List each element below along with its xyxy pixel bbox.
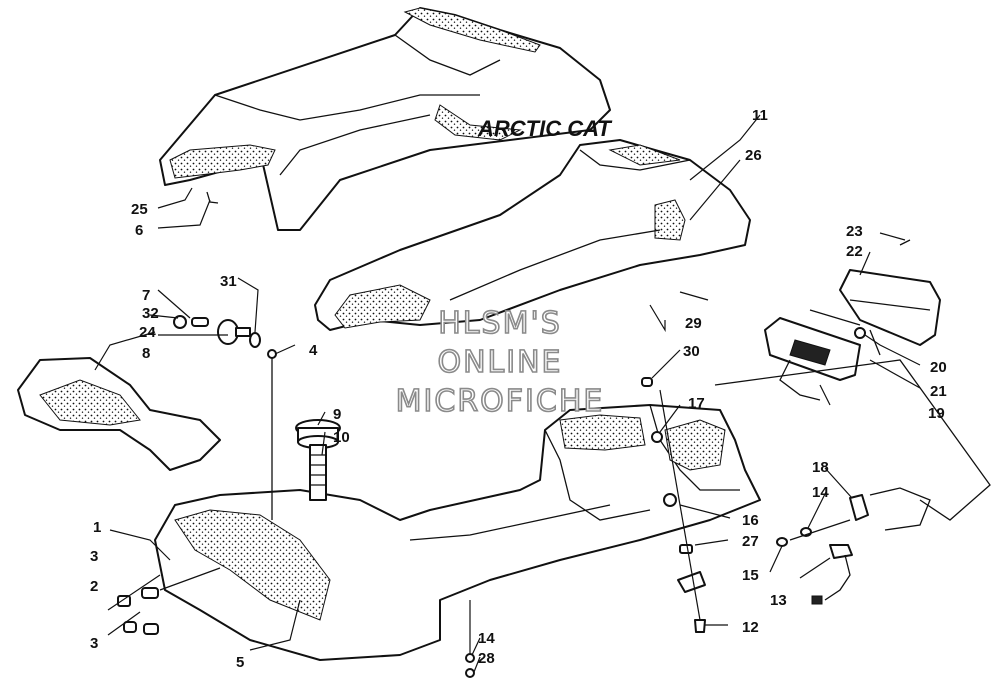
- callout-6: 6: [135, 222, 143, 239]
- watermark: HLSM'S ONLINE MICROFICHE: [395, 305, 605, 420]
- callout-16: 16: [742, 512, 759, 529]
- fuel-cap-assembly: [295, 419, 341, 501]
- callout-26: 26: [745, 147, 762, 164]
- callout-15: 15: [742, 567, 759, 584]
- backrest-cover: [17, 357, 221, 471]
- wiring-harness: [714, 359, 991, 605]
- callout-1: 1: [93, 519, 101, 536]
- callout-9: 9: [333, 406, 341, 423]
- callout-3b: 3: [90, 635, 98, 652]
- callout-8: 8: [142, 345, 150, 362]
- callout-17: 17: [688, 395, 705, 412]
- clips-and-rod: [206, 191, 709, 301]
- latch-hardware: [173, 315, 277, 520]
- callout-12: 12: [742, 619, 759, 636]
- callout-14b: 14: [478, 630, 495, 647]
- callout-14a: 14: [812, 484, 829, 501]
- brand-logo-text: ARCTIC CAT: [477, 116, 612, 141]
- callout-20: 20: [930, 359, 947, 376]
- watermark-line-1: HLSM'S: [438, 306, 562, 341]
- taillight-assembly: [764, 239, 941, 401]
- callout-23: 23: [846, 223, 863, 240]
- callout-19: 19: [928, 405, 945, 422]
- callout-27: 27: [742, 533, 759, 550]
- grommet-parts: [107, 567, 221, 636]
- watermark-line-3: MICROFICHE: [396, 384, 605, 419]
- callout-leaders: [94, 114, 921, 673]
- callout-21: 21: [930, 383, 947, 400]
- callout-28: 28: [478, 650, 495, 667]
- callout-4: 4: [309, 342, 318, 359]
- callout-30: 30: [683, 343, 700, 360]
- callout-11: 11: [752, 107, 768, 124]
- callout-7: 7: [142, 287, 150, 304]
- seat-base: [154, 404, 761, 661]
- callout-18: 18: [812, 459, 829, 476]
- seat-cover: ARCTIC CAT: [159, 7, 612, 231]
- callout-31: 31: [220, 273, 237, 290]
- callout-25: 25: [131, 201, 148, 218]
- callout-22: 22: [846, 243, 863, 260]
- watermark-line-2: ONLINE: [437, 345, 562, 380]
- callout-24: 24: [139, 324, 156, 341]
- callout-3a: 3: [90, 548, 98, 565]
- callout-13: 13: [770, 592, 787, 609]
- callout-32: 32: [142, 305, 159, 322]
- callout-labels: 1 2 3 3 4 5 6 7 8 9 10 11 12 13 14 14 15…: [90, 107, 947, 671]
- callout-2: 2: [90, 578, 98, 595]
- callout-5: 5: [236, 654, 244, 671]
- callout-10: 10: [333, 429, 350, 446]
- seat-foam: [314, 139, 751, 331]
- callout-29: 29: [685, 315, 702, 332]
